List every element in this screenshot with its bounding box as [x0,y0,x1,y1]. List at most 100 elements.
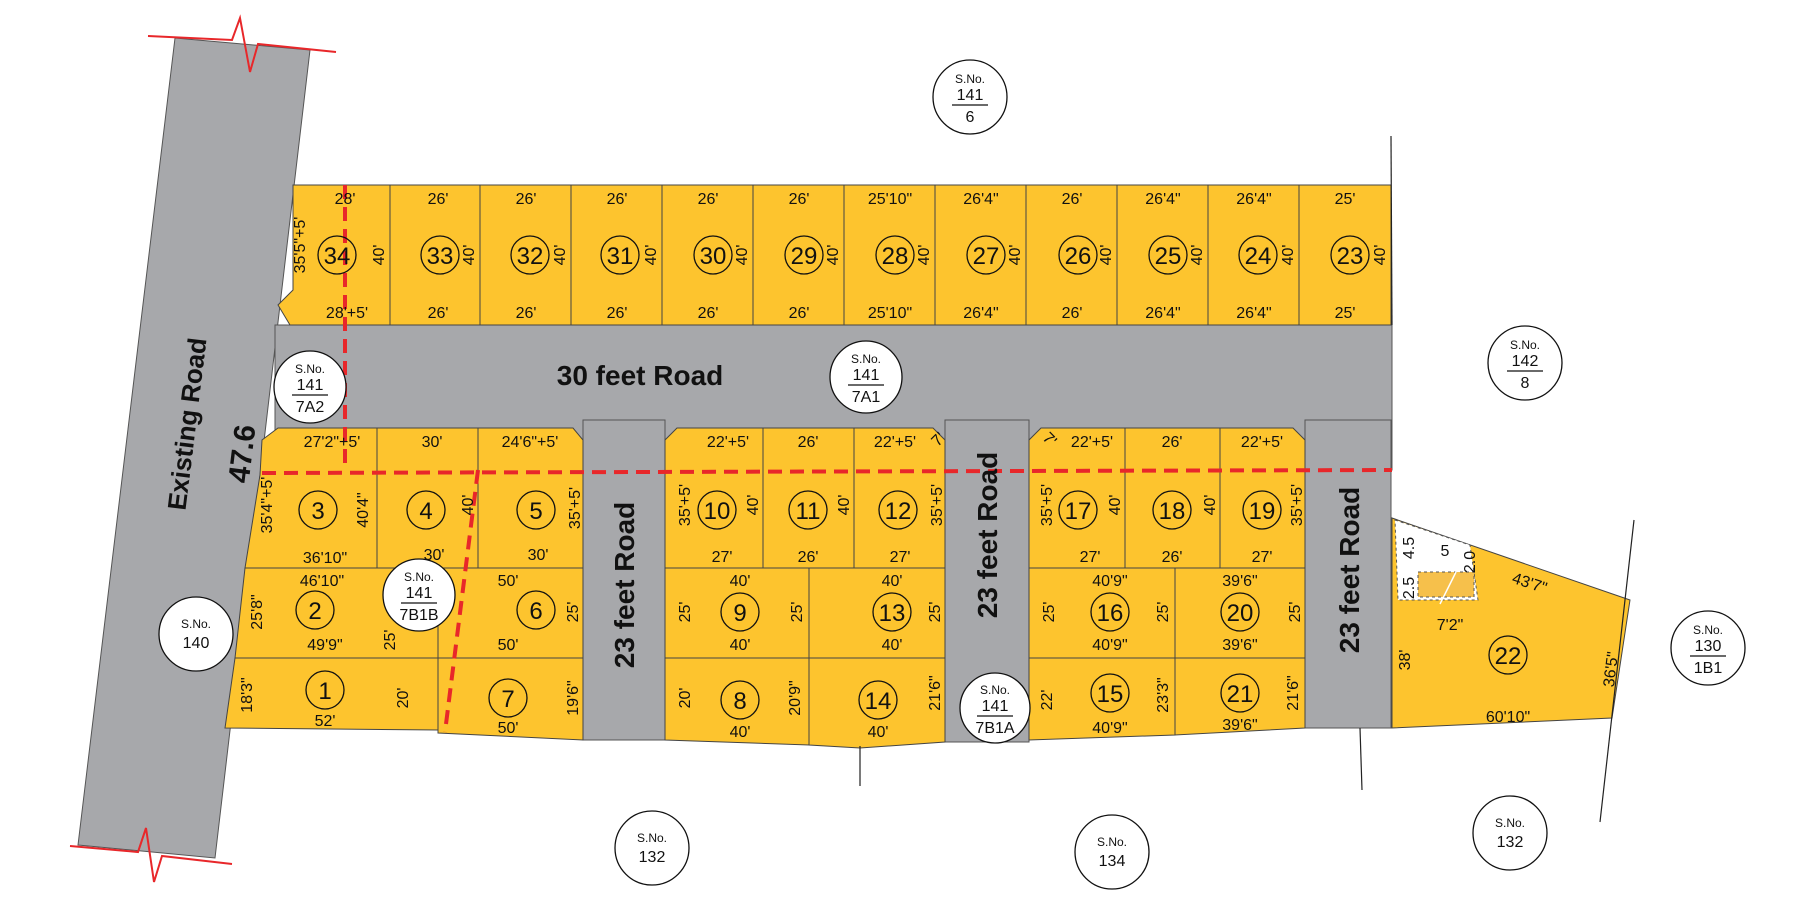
plot-27[interactable] [934,184,1027,326]
dim-22-small-b: 2.5 [1401,577,1418,599]
plot-31[interactable] [570,184,663,326]
plot-32[interactable] [479,184,572,326]
plot-number-text: 22 [1495,643,1522,670]
plot-number-34: 34 [317,235,357,275]
plot-33[interactable] [389,184,481,326]
plot-number-16: 16 [1090,592,1130,632]
plot-28[interactable] [843,184,936,326]
dim-25-back: 26'4" [1145,305,1180,322]
dim-6-top: 50' [498,573,519,590]
survey-subdivision: 7A1 [852,389,881,406]
plot-number-text: 7 [501,686,514,713]
plot-number-28: 28 [875,235,915,275]
plot-12[interactable] [853,427,946,569]
plot-29[interactable] [752,184,845,326]
plot-number-circle [488,678,528,718]
dashed-line-horizontal [261,468,1393,475]
dim-27-back: 26'4" [963,305,998,322]
dim-12-right: 35'+5' [929,484,946,526]
plot-number-4: 4 [406,490,446,530]
dim-2-left: 25'8" [249,594,266,629]
dim-14-bottom: 40' [868,724,889,741]
plot-number-23: 23 [1330,235,1370,275]
dim-8-bottom: 40' [730,724,751,741]
plot-23[interactable] [1298,184,1392,326]
survey-sno-134: S.No.134 [1074,814,1150,890]
dim-18-right: 40' [1202,495,1219,516]
survey-sno-132-b: S.No.132 [1472,795,1548,871]
plot-14[interactable] [808,657,946,749]
plot-number-text: 15 [1097,681,1124,708]
dim-depth-31: 40' [643,245,660,266]
dim-17-bottom: 27' [1080,549,1101,566]
plot-number-11: 11 [788,490,828,530]
plot-number-circle [510,235,550,275]
plot-5[interactable] [477,427,584,569]
plot-number-29: 29 [784,235,824,275]
dim-3-bottom: 36'10" [303,550,347,567]
survey-number: 141 [982,698,1009,715]
plot-11[interactable] [762,427,855,569]
plot-number-text: 26 [1065,243,1092,270]
dim-22-right: 36'5" [1601,651,1622,688]
plot-number-text: 12 [885,498,912,525]
plot-13[interactable] [808,567,946,659]
plot-number-33: 33 [420,235,460,275]
survey-number: 132 [1497,834,1524,851]
plot-number-5: 5 [516,490,556,530]
dim-13-right: 25' [927,602,944,623]
plot-number-9: 9 [720,592,760,632]
plot-number-text: 8 [733,688,746,715]
plot-7[interactable] [437,657,584,741]
dim-depth-34: 40' [371,245,388,266]
dim-19-bottom: 27' [1252,549,1273,566]
plot-21[interactable] [1174,657,1306,736]
plot-number-1: 1 [305,670,345,710]
plot-25[interactable] [1116,184,1209,326]
plot-number-text: 27 [973,243,1000,270]
plot-number-17: 17 [1058,490,1098,530]
survey-prefix: S.No. [181,617,211,631]
dim-32-front: 26' [516,191,537,208]
plot-number-text: 25 [1155,243,1182,270]
dim-depth-33: 40' [461,245,478,266]
plot-number-circle [784,235,824,275]
block-c-dimensions: 22'+5' 26' 22'+5' 35'+5' 40' 40' 35'+5' … [1039,434,1306,737]
plot-22-arrow [1439,559,1463,605]
dim-18-top: 26' [1162,434,1183,451]
survey-prefix: S.No. [1510,338,1540,352]
dim-10-top: 22'+5' [707,434,749,451]
survey-circle [1074,814,1150,890]
dim-16-right: 25' [1155,602,1172,623]
plot-4[interactable] [376,427,479,569]
survey-circle [158,596,234,672]
survey-prefix: S.No. [1097,835,1127,849]
dim-depth-32: 40' [552,245,569,266]
plot-number-10: 10 [697,490,737,530]
survey-number: 142 [1512,353,1539,370]
cross-road-1-label: 23 feet Road [609,502,640,669]
plot-9[interactable] [664,567,810,659]
survey-circle [614,810,690,886]
dim-19-right: 35'+5' [1289,484,1306,526]
dim-31-front: 26' [607,191,628,208]
dim-9-left: 25' [677,602,694,623]
dim-16-left: 25' [1041,602,1058,623]
plot-number-text: 4 [419,498,432,525]
dim-32-back: 26' [516,305,537,322]
survey-prefix: S.No. [404,570,434,584]
plot-18[interactable] [1124,427,1221,569]
plot-number-text: 13 [879,600,906,627]
dim-25-front: 26'4" [1145,191,1180,208]
plot-24[interactable] [1207,184,1300,326]
plot-number-2: 2 [295,590,335,630]
main-road-label: 30 feet Road [557,360,724,391]
plot-number-text: 23 [1337,243,1364,270]
plot-20[interactable] [1174,567,1306,659]
plot-19[interactable] [1219,427,1306,569]
plot-number-15: 15 [1090,673,1130,713]
plot-number-circle [1238,235,1278,275]
